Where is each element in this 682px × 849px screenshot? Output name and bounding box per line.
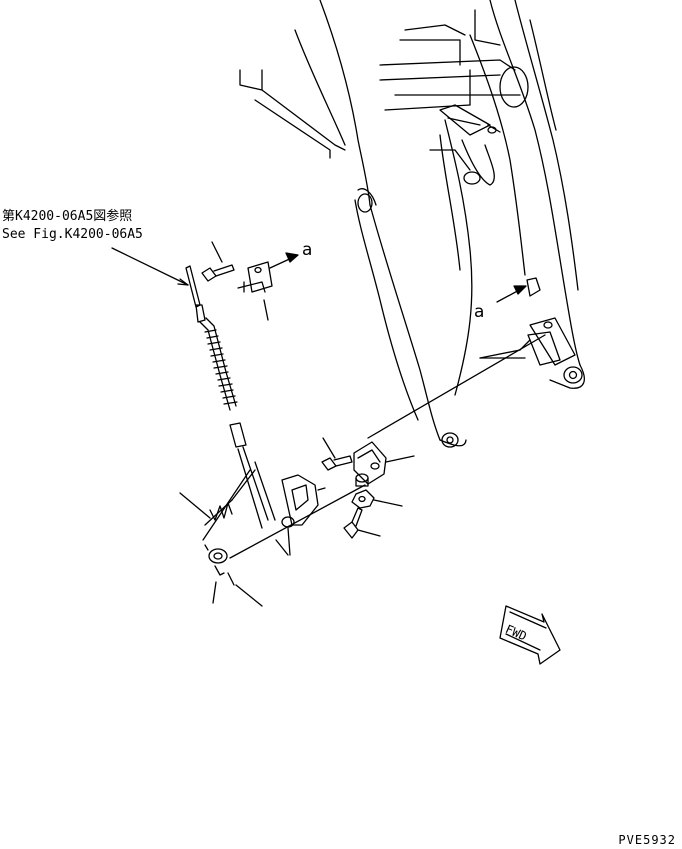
reference-label-jp: 第K4200-06A5図参照 xyxy=(2,209,133,224)
pivot-bracket xyxy=(321,437,415,539)
callout-a-top: a xyxy=(302,240,313,260)
cable-bellows xyxy=(199,317,269,529)
lever-assembly xyxy=(179,461,326,607)
callout-a-right: a xyxy=(474,302,485,322)
figure-code: PVE5932 xyxy=(618,833,676,847)
cable-run xyxy=(229,334,546,559)
boom-frame xyxy=(239,0,585,448)
fwd-arrow xyxy=(499,605,561,665)
reference-label-en: See Fig.K4200-06A5 xyxy=(2,227,143,242)
cable-upper-assembly xyxy=(111,241,527,323)
